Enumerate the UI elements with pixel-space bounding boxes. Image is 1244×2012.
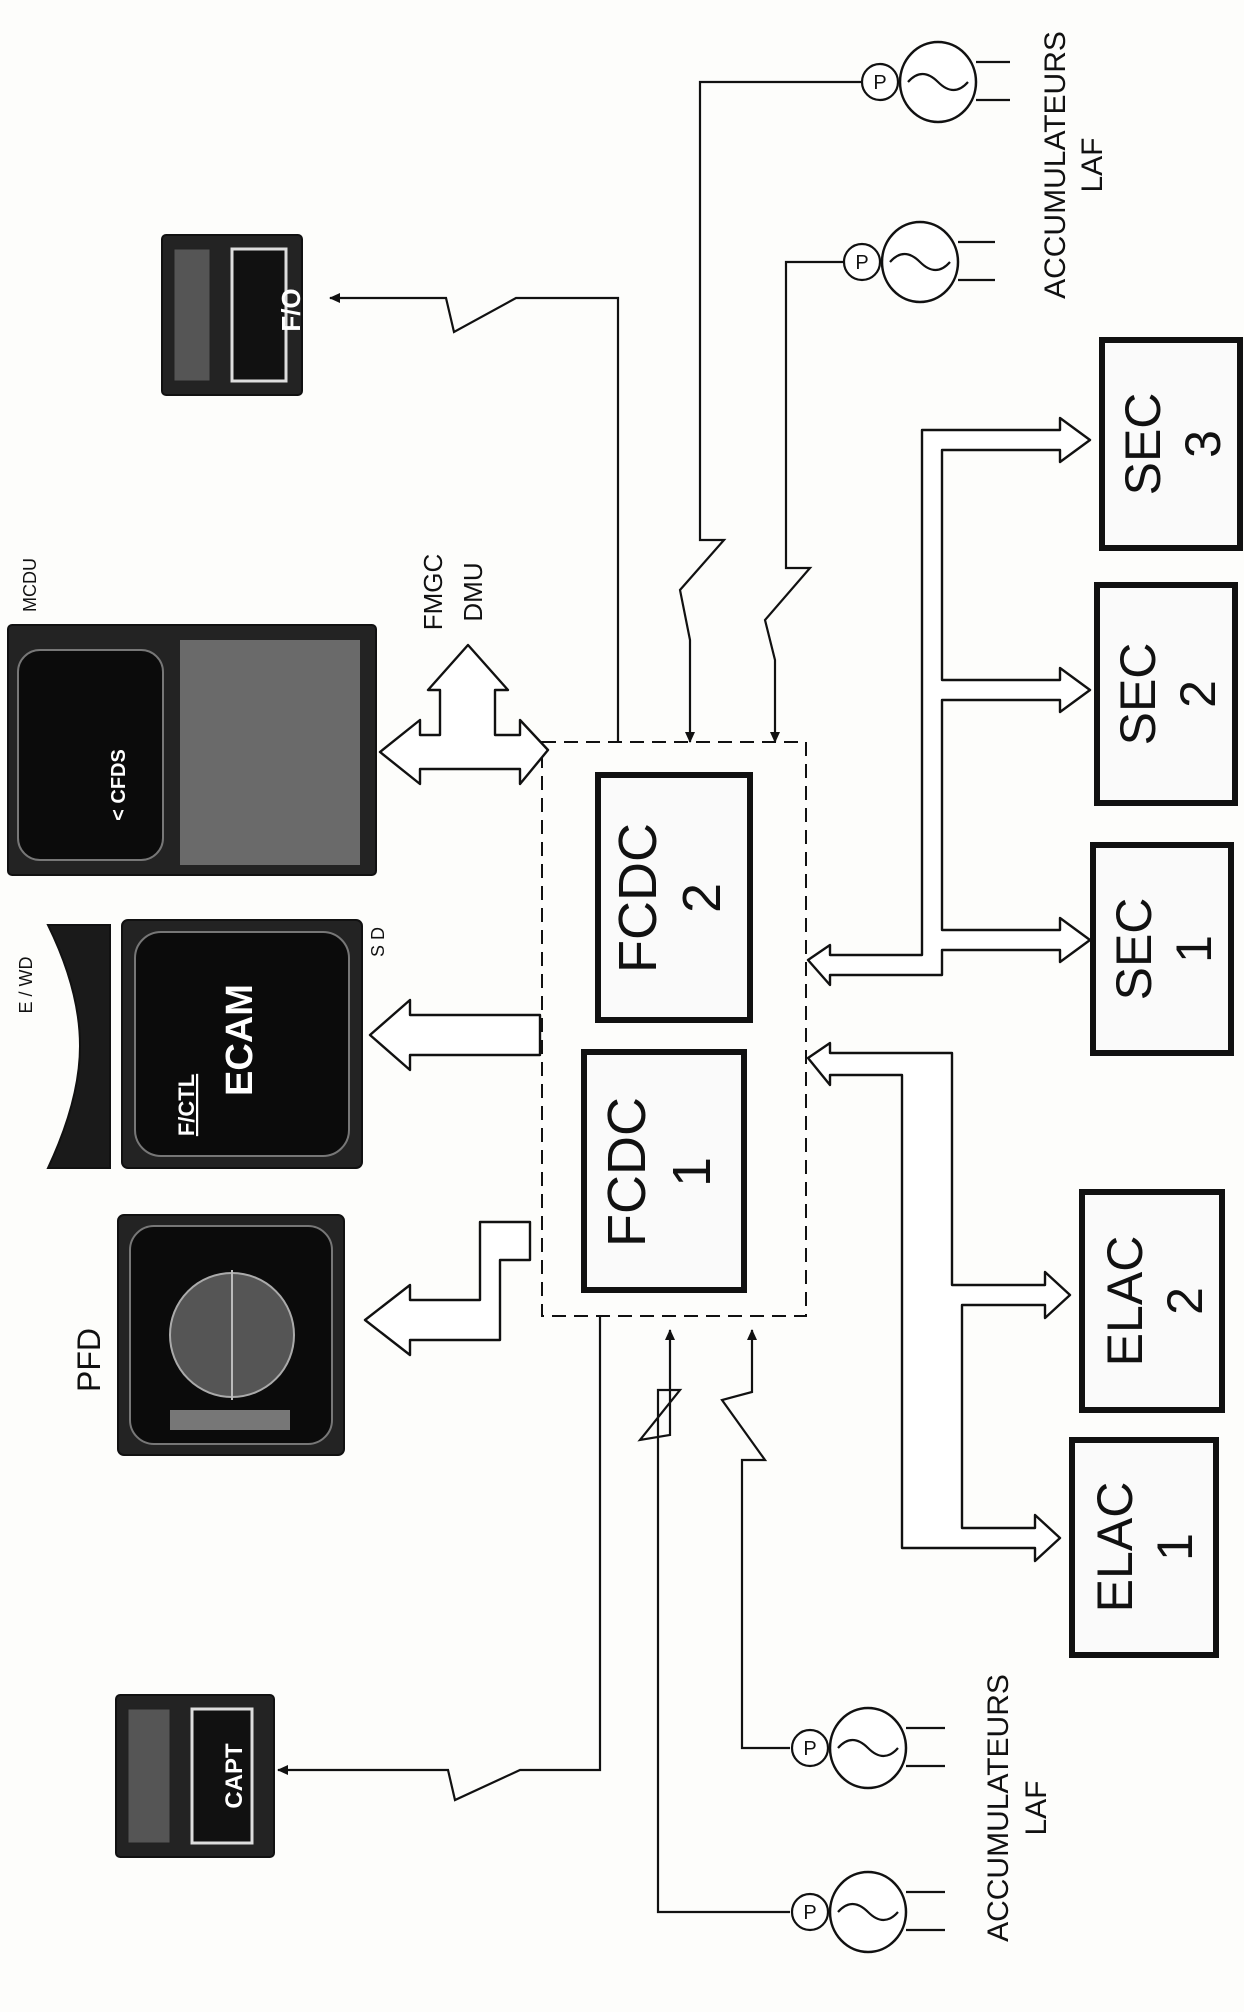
sec-3-name: SEC (1115, 393, 1171, 496)
bottom-pump-1-letter: P (803, 1738, 816, 1760)
bottom-accumulators-label-2: LAF (1020, 1780, 1053, 1835)
fo-label: F/O (276, 288, 306, 331)
top-accumulator-2: P (844, 222, 995, 302)
sd-label: S D (368, 927, 388, 957)
fmgc-label: FMGC (418, 554, 448, 631)
capt-panel: CAPT (116, 1695, 274, 1857)
elac-1-number: 1 (1147, 1533, 1203, 1561)
mcdu-panel: < CFDS (8, 625, 376, 875)
top-accumulators-label-2: LAF (1076, 137, 1109, 192)
sec-2-name: SEC (1110, 643, 1166, 746)
ecam-screen-label: ECAM (219, 984, 261, 1096)
sec-1-number: 1 (1166, 935, 1222, 963)
bottom-accumulator-1: P (792, 1708, 945, 1788)
bottom-accumulator-2: P (792, 1872, 945, 1952)
bottom-accumulators-label-1: ACCUMULATEURS (982, 1674, 1015, 1942)
elac-2-name: ELAC (1097, 1236, 1153, 1367)
sec-1-box: SEC 1 (1093, 845, 1231, 1053)
fcdc-1-box: FCDC 1 (584, 1052, 744, 1290)
fcdc-2-number: 2 (672, 883, 732, 913)
elac-1-name: ELAC (1087, 1482, 1143, 1613)
bus-arrow-to-ecam (370, 1000, 540, 1070)
sec-3-number: 3 (1175, 430, 1231, 458)
sec-3-box: SEC 3 (1102, 340, 1240, 548)
sec-bus-arrows (808, 418, 1090, 985)
top-accumulators: P P ACCUMULATEURS LAF (680, 31, 1109, 742)
top-accumulators-label-1: ACCUMULATEURS (1039, 31, 1072, 299)
sec-1-name: SEC (1106, 898, 1162, 1001)
fcdc-1-number: 1 (662, 1157, 722, 1187)
ecam-page-label: F/CTL (174, 1074, 199, 1136)
ewd-label: E / WD (16, 957, 36, 1014)
dmu-label: DMU (458, 562, 488, 621)
fo-panel: F/O (162, 235, 306, 395)
ecam-sd-display: ECAM F/CTL (122, 920, 362, 1168)
bottom-pump-2-letter: P (803, 1902, 816, 1924)
fcdc-1-name: FCDC (597, 1097, 657, 1247)
fcdc-2-box: FCDC 2 (598, 775, 750, 1020)
mcdu-keypad (180, 640, 360, 865)
bus-arrow-to-pfd (365, 1222, 530, 1355)
fcdc-2-name: FCDC (608, 823, 668, 973)
mcdu-screen-text: < CFDS (108, 749, 130, 821)
top-pump-1-letter: P (873, 72, 886, 94)
elac-2-number: 2 (1157, 1287, 1213, 1315)
elac-bus-arrows (808, 1043, 1070, 1561)
sec-2-number: 2 (1170, 680, 1226, 708)
top-pump-2-letter: P (855, 252, 868, 274)
pfd-display (118, 1215, 344, 1455)
bottom-accumulators: P P ACCUMULATEURS LAF (640, 1330, 1053, 1952)
sec-2-box: SEC 2 (1097, 585, 1235, 803)
mcdu-label: MCDU (20, 558, 40, 612)
bus-arrow-mcdu-fmgc-dmu (380, 645, 548, 784)
top-accumulator-1: P (862, 42, 1010, 122)
elac-2-box: ELAC 2 (1082, 1192, 1222, 1410)
elac-1-box: ELAC 1 (1072, 1440, 1216, 1655)
pfd-label: PFD (71, 1328, 107, 1392)
capt-label: CAPT (221, 1743, 248, 1809)
ewd-display (48, 925, 110, 1168)
